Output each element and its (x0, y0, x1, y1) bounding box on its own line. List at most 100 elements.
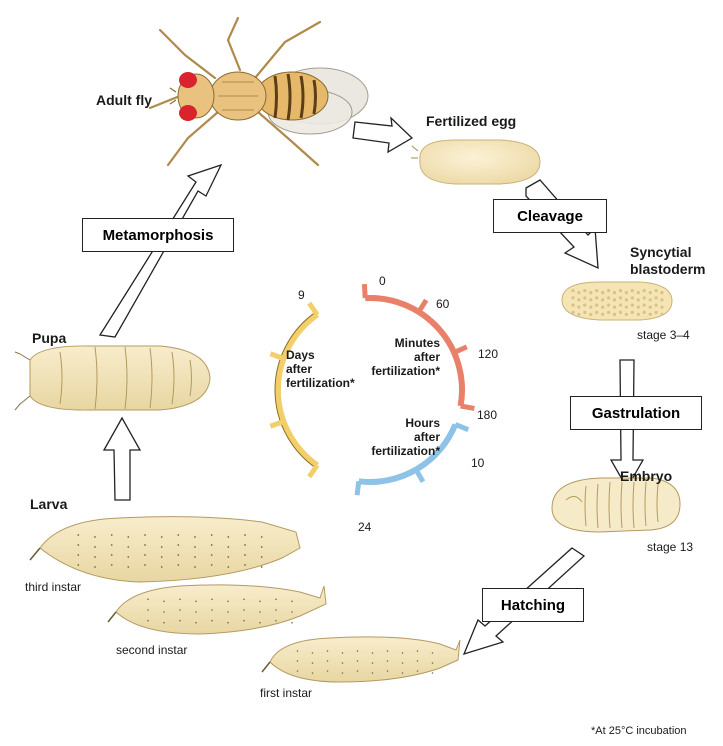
minutes-line2: after (340, 350, 440, 364)
texture-dot (655, 296, 658, 299)
texture-dot (227, 546, 229, 548)
texture-dot (583, 289, 586, 292)
larva-label: Larva (30, 496, 67, 512)
texture-dot (637, 298, 640, 301)
hours-line1: Hours (340, 416, 440, 430)
arrow-larva-to-pupa (104, 418, 140, 500)
texture-dot (387, 660, 389, 662)
texture-dot (94, 556, 96, 558)
texture-dot (613, 291, 616, 294)
minutes-tick-120-label: 120 (478, 347, 498, 361)
texture-dot (432, 672, 434, 674)
texture-dot (243, 599, 245, 601)
embryo-label: Embryo (620, 468, 672, 484)
texture-dot (297, 670, 299, 672)
texture-dot (291, 622, 293, 624)
texture-dot (163, 611, 165, 613)
stage-13-label: stage 13 (647, 540, 693, 554)
second-instar-larva (108, 585, 326, 634)
texture-dot (402, 672, 404, 674)
texture-dot (342, 662, 344, 664)
texture-dot (259, 601, 261, 603)
hours-tick-24 (357, 481, 359, 495)
texture-dot (275, 609, 277, 611)
texture-dot (649, 313, 652, 316)
texture-dot (261, 546, 263, 548)
texture-dot (613, 313, 616, 316)
texture-dot (77, 564, 79, 566)
texture-dot (417, 660, 419, 662)
hours-tick-10 (455, 424, 468, 429)
texture-dot (631, 311, 634, 314)
texture-dot (595, 311, 598, 314)
texture-dot (619, 289, 622, 292)
hours-line3: fertilization* (340, 444, 440, 458)
texture-dot (660, 291, 663, 294)
texture-dot (619, 304, 622, 307)
texture-dot (402, 662, 404, 664)
texture-dot (625, 291, 628, 294)
minutes-caption: Minutes after fertilization* (340, 336, 440, 378)
texture-dot (144, 544, 146, 546)
first-instar-larva (262, 637, 460, 682)
texture-dot (211, 620, 213, 622)
days-tick-start (309, 465, 317, 476)
texture-dot (631, 296, 634, 299)
texture-dot (194, 556, 196, 558)
texture-dot (417, 670, 419, 672)
texture-dot (211, 544, 213, 546)
texture-dot (601, 306, 604, 309)
texture-dot (327, 650, 329, 652)
hours-caption: Hours after fertilization* (340, 416, 440, 458)
texture-dot (312, 672, 314, 674)
texture-dot (613, 298, 616, 301)
syncytial-line2: blastoderm (630, 261, 705, 277)
texture-dot (649, 298, 652, 301)
texture-dot (342, 672, 344, 674)
texture-dot (94, 536, 96, 538)
texture-dot (589, 291, 592, 294)
texture-dot (643, 304, 646, 307)
pupa-illustration (15, 346, 210, 410)
texture-dot (77, 534, 79, 536)
texture-dot (637, 306, 640, 309)
minutes-line3: fertilization* (340, 364, 440, 378)
texture-dot (595, 296, 598, 299)
texture-dot (607, 289, 610, 292)
texture-dot (577, 291, 580, 294)
texture-dot (342, 652, 344, 654)
texture-dot (211, 609, 213, 611)
syncytial-line1: Syncytial (630, 244, 691, 260)
texture-dot (660, 298, 663, 301)
texture-dot (161, 536, 163, 538)
texture-dot (127, 546, 129, 548)
texture-dot (244, 534, 246, 536)
texture-dot (417, 650, 419, 652)
texture-dot (660, 313, 663, 316)
days-arc (275, 312, 317, 468)
texture-dot (372, 672, 374, 674)
minutes-tick-120 (454, 347, 467, 353)
texture-dot (291, 611, 293, 613)
texture-dot (643, 296, 646, 299)
texture-dot (595, 304, 598, 307)
texture-dot (195, 622, 197, 624)
texture-dot (259, 611, 261, 613)
texture-dot (312, 662, 314, 664)
texture-dot (227, 622, 229, 624)
texture-dot (327, 670, 329, 672)
texture-dot (619, 311, 622, 314)
texture-dot (179, 620, 181, 622)
texture-dot (571, 311, 574, 314)
texture-dot (163, 601, 165, 603)
texture-dot (211, 534, 213, 536)
texture-dot (227, 611, 229, 613)
texture-dot (372, 662, 374, 664)
texture-dot (194, 536, 196, 538)
texture-dot (571, 296, 574, 299)
texture-dot (643, 311, 646, 314)
texture-dot (625, 306, 628, 309)
texture-dot (179, 609, 181, 611)
texture-dot (261, 536, 263, 538)
texture-dot (402, 652, 404, 654)
